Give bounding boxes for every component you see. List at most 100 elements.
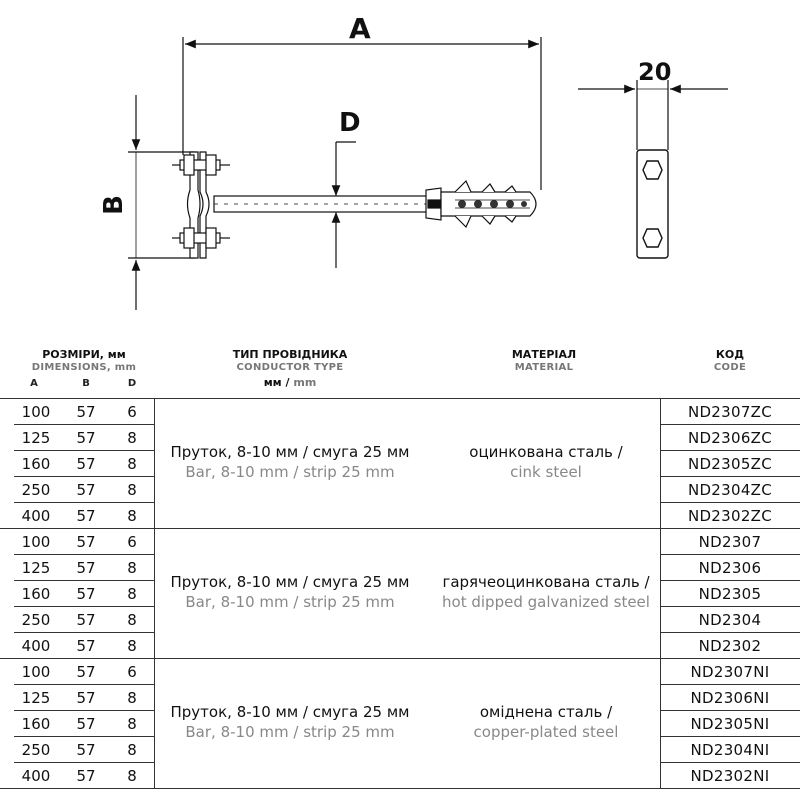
header-conductor-ua: ТИП ПРОВІДНИКА xyxy=(232,348,348,361)
conductor-en: Bar, 8-10 mm / strip 25 mm xyxy=(185,463,395,481)
cell-b: 57 xyxy=(76,429,96,447)
row-separator-dimensions xyxy=(14,554,154,555)
cell-code: ND2306ZC xyxy=(687,429,773,447)
cell-b: 57 xyxy=(76,637,96,655)
cell-d: 8 xyxy=(127,637,137,655)
group-conductor-type: Пруток, 8-10 мм / смуга 25 мм Bar, 8-10 m… xyxy=(160,572,420,612)
label-dimension-b: B xyxy=(98,195,129,215)
cell-b: 57 xyxy=(76,741,96,759)
label-dimension-d: D xyxy=(339,108,361,138)
label-dimension-a: A xyxy=(349,12,371,45)
group-conductor-type: Пруток, 8-10 мм / смуга 25 мм Bar, 8-10 m… xyxy=(160,442,420,482)
group-material: оміднена сталь /copper-plated steel xyxy=(424,702,668,742)
header-dimensions-en: DIMENSIONS, mm xyxy=(31,362,137,373)
row-separator-dimensions xyxy=(14,762,154,763)
cell-code: ND2306 xyxy=(698,559,762,577)
group-separator xyxy=(0,658,800,659)
cell-a: 400 xyxy=(21,637,51,655)
clamp-assembly xyxy=(172,151,230,259)
cell-code: ND2305NI xyxy=(690,715,770,733)
conductor-en: Bar, 8-10 mm / strip 25 mm xyxy=(185,593,395,611)
cell-a: 100 xyxy=(21,403,51,421)
cell-d: 6 xyxy=(127,533,137,551)
cell-a: 400 xyxy=(21,767,51,785)
row-separator-code xyxy=(660,502,800,503)
row-separator-dimensions xyxy=(14,580,154,581)
cell-b: 57 xyxy=(76,533,96,551)
cell-code: ND2306NI xyxy=(690,689,770,707)
row-separator-code xyxy=(660,762,800,763)
cell-a: 250 xyxy=(21,481,51,499)
group-material: оцинкована сталь /cink steel xyxy=(424,442,668,482)
cell-code: ND2305ZC xyxy=(687,455,773,473)
cell-d: 8 xyxy=(127,689,137,707)
row-separator-dimensions xyxy=(14,632,154,633)
row-separator-dimensions xyxy=(14,450,154,451)
cell-code: ND2307NI xyxy=(690,663,770,681)
row-separator-dimensions xyxy=(14,606,154,607)
header-code-ua: КОД xyxy=(715,348,745,361)
header-col-b: B xyxy=(82,378,90,389)
material-ua: гарячеоцинкована сталь / xyxy=(442,573,650,591)
row-separator-code xyxy=(660,580,800,581)
clamp-plate-side-view xyxy=(636,149,669,259)
row-separator-code xyxy=(660,684,800,685)
cell-d: 8 xyxy=(127,481,137,499)
cell-d: 6 xyxy=(127,663,137,681)
cell-a: 125 xyxy=(21,429,51,447)
row-separator-dimensions xyxy=(14,476,154,477)
cell-b: 57 xyxy=(76,689,96,707)
cell-code: ND2304NI xyxy=(690,741,770,759)
group-material: гарячеоцинкована сталь /hot dipped galva… xyxy=(424,572,668,612)
row-separator-code xyxy=(660,632,800,633)
cell-a: 100 xyxy=(21,533,51,551)
table-top-border xyxy=(0,398,800,399)
row-separator-code xyxy=(660,476,800,477)
material-ua: оцинкована сталь / xyxy=(469,443,623,461)
group-conductor-type: Пруток, 8-10 мм / смуга 25 мм Bar, 8-10 m… xyxy=(160,702,420,742)
cell-b: 57 xyxy=(76,767,96,785)
material-en: copper-plated steel xyxy=(473,723,619,741)
cell-d: 8 xyxy=(127,715,137,733)
cell-a: 160 xyxy=(21,715,51,733)
cell-code: ND2304 xyxy=(698,611,762,629)
cell-b: 57 xyxy=(76,559,96,577)
cell-d: 8 xyxy=(127,767,137,785)
header-code: КОД CODE xyxy=(660,348,800,374)
conductor-ua: Пруток, 8-10 мм / смуга 25 мм xyxy=(170,703,410,721)
cell-d: 8 xyxy=(127,455,137,473)
header-conductor-unit: мм / mm xyxy=(263,376,317,389)
row-separator-code xyxy=(660,606,800,607)
cell-b: 57 xyxy=(76,663,96,681)
header-code-en: CODE xyxy=(713,362,747,373)
cell-b: 57 xyxy=(76,585,96,603)
holder-technical-drawing xyxy=(128,37,728,310)
row-separator-dimensions xyxy=(14,710,154,711)
row-separator-code xyxy=(660,554,800,555)
header-material: МАТЕРІАЛ MATERIAL xyxy=(444,348,644,374)
cell-b: 57 xyxy=(76,455,96,473)
row-separator-code xyxy=(660,450,800,451)
cell-a: 160 xyxy=(21,585,51,603)
header-col-a: A xyxy=(30,378,38,389)
row-separator-dimensions xyxy=(14,684,154,685)
cell-a: 400 xyxy=(21,507,51,525)
row-separator-code xyxy=(660,736,800,737)
row-separator-dimensions xyxy=(14,424,154,425)
wall-plug xyxy=(425,179,537,229)
header-conductor: ТИП ПРОВІДНИКА CONDUCTOR TYPE мм / mm xyxy=(190,348,390,389)
cell-b: 57 xyxy=(76,715,96,733)
header-material-ua: МАТЕРІАЛ xyxy=(511,348,577,361)
cell-d: 8 xyxy=(127,741,137,759)
cell-a: 160 xyxy=(21,455,51,473)
row-separator-code xyxy=(660,710,800,711)
cell-d: 8 xyxy=(127,429,137,447)
cell-d: 8 xyxy=(127,585,137,603)
conductor-ua: Пруток, 8-10 мм / смуга 25 мм xyxy=(170,573,410,591)
group-separator xyxy=(0,528,800,529)
conductor-ua: Пруток, 8-10 мм / смуга 25 мм xyxy=(170,443,410,461)
conductor-en: Bar, 8-10 mm / strip 25 mm xyxy=(185,723,395,741)
cell-a: 125 xyxy=(21,559,51,577)
header-dimensions-ua: РОЗМІРИ, мм xyxy=(42,348,126,361)
cell-d: 8 xyxy=(127,611,137,629)
